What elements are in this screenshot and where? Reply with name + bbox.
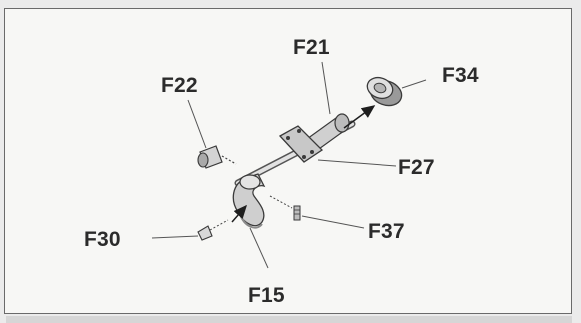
- leader-lines: [151, 61, 427, 269]
- leader-f15: [249, 227, 269, 269]
- leader-f34: [401, 79, 427, 89]
- part-f27-plate: [278, 125, 324, 163]
- leader-f21: [321, 61, 331, 115]
- label-f21: F21: [293, 36, 330, 59]
- leader-f37: [301, 215, 365, 229]
- leader-f27: [317, 159, 397, 167]
- part-f22-cylinder: [197, 145, 237, 169]
- leader-f30: [151, 235, 199, 239]
- part-f30-pin: [197, 219, 229, 241]
- assembly-arrow-f34: [343, 105, 376, 129]
- bottom-band: [6, 316, 572, 323]
- label-f27: F27: [398, 156, 435, 179]
- label-f30: F30: [84, 228, 121, 251]
- leader-f22: [187, 99, 207, 149]
- label-f22: F22: [161, 74, 198, 97]
- assembly-arrow-f15: [231, 204, 247, 223]
- part-f34-wheel: [366, 76, 403, 107]
- part-f37-screw: [269, 195, 301, 221]
- label-f34: F34: [442, 64, 479, 87]
- label-f37: F37: [368, 220, 405, 243]
- label-f15: F15: [248, 284, 285, 307]
